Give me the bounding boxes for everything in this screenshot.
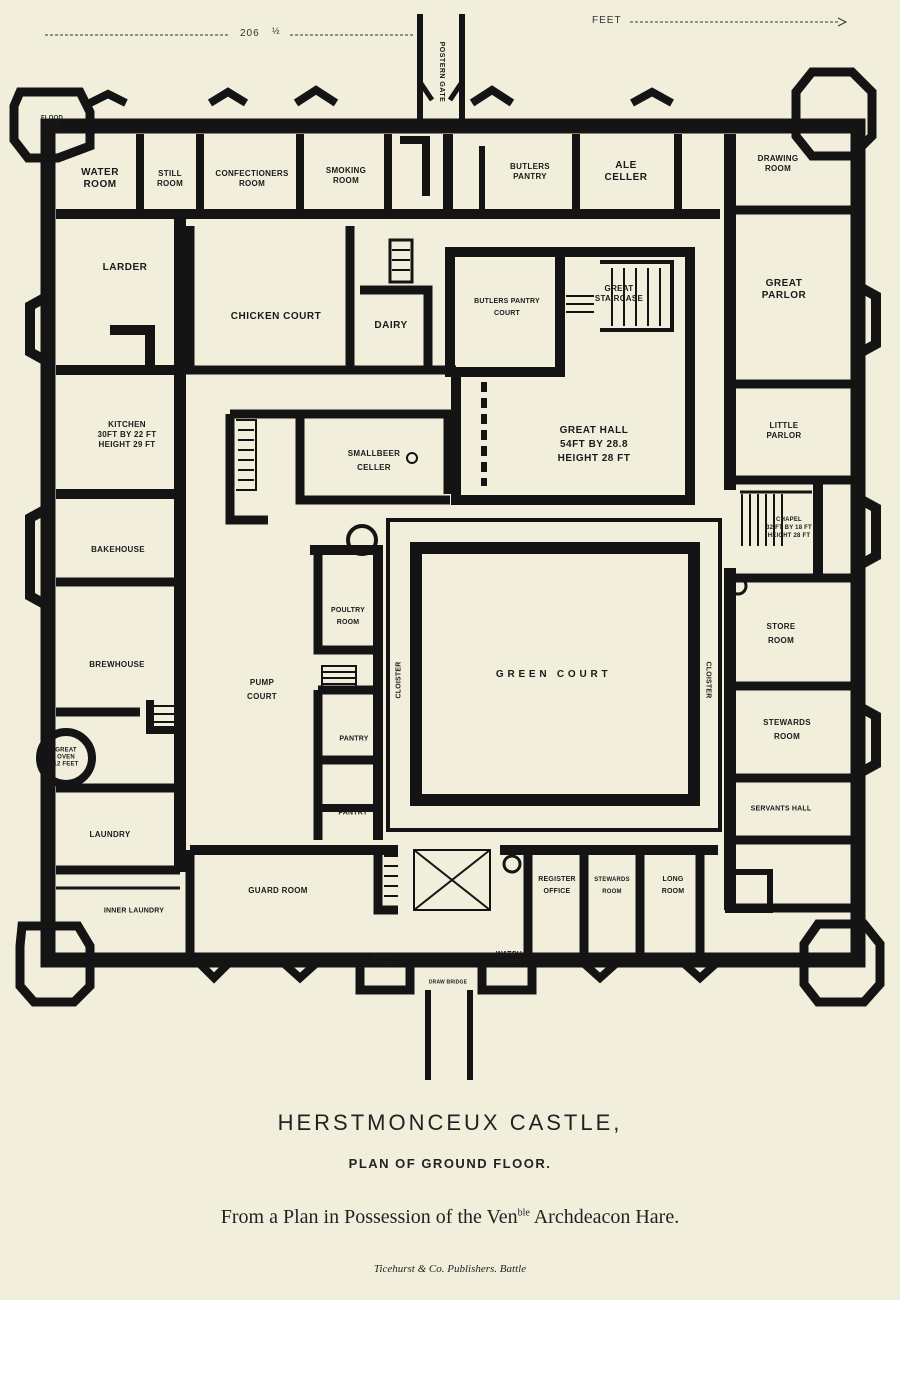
servants-hall-label: SERVANTS HALL: [750, 805, 812, 813]
butlers-pantry-court-label: BUTLERS PANTRY COURT: [474, 298, 540, 317]
great-parlor-label: GREAT PARLOR: [761, 278, 807, 301]
green-court-label: G R E E N C O U R T: [495, 669, 609, 680]
watch-tower-wall: [477, 960, 537, 995]
cloister-west-label: CLOISTER: [395, 661, 403, 699]
plate-subtitle: PLAN OF GROUND FLOOR.: [348, 1156, 552, 1171]
scale-lines: [45, 17, 848, 36]
brewhouse-label: BREWHOUSE: [89, 660, 145, 669]
chicken-court-label: CHICKEN COURT: [230, 311, 322, 322]
source-credit-suffix: Archdeacon Hare.: [529, 1206, 680, 1228]
confectioners-room-label: CONFECTIONERS ROOM: [215, 169, 289, 188]
cloister-east-label: CLOISTER: [704, 661, 712, 699]
little-parlor-label: LITTLE PARLOR: [766, 421, 802, 440]
pantry-upper-label: PANTRY: [339, 735, 369, 743]
scale-unit: FEET: [592, 15, 622, 26]
long-room-label: LONG ROOM: [661, 876, 685, 895]
bakehouse-label: BAKEHOUSE: [91, 545, 145, 554]
tower-se: [799, 919, 885, 1007]
still-room-label: STILL ROOM: [156, 169, 184, 188]
tower-sw: [15, 921, 95, 1007]
register-office-label: REGISTER OFFICE: [538, 876, 576, 895]
chapel-label: CHAPEL 32 FT BY 18 FT HEIGHT 28 FT: [766, 517, 812, 539]
great-hall-label: GREAT HALL 54FT BY 28.8 HEIGHT 28 FT: [557, 425, 631, 464]
dairy-label: DAIRY: [374, 320, 408, 331]
great-oven-label: GREAT OVEN 12 FEET: [53, 747, 79, 768]
scale-fraction: ½: [272, 26, 281, 36]
poultry-room-label: POULTRY ROOM: [330, 607, 366, 626]
pump-court-label: PUMP COURT: [247, 678, 277, 701]
bottom-margin: [0, 1300, 900, 1390]
ale-celler-label: ALE CELLER: [604, 160, 648, 183]
plate-title: HERSTMONCEUX CASTLE,: [277, 1110, 623, 1135]
stewards-room-east-label: STEWARDS ROOM: [763, 718, 811, 741]
green-court-wall: [410, 542, 700, 806]
tower-ne: [791, 67, 877, 161]
drawing-room-label: DRAWING ROOM: [757, 154, 799, 173]
curtain-wall: [40, 118, 866, 968]
postern-gate-label: POSTERN GATE: [438, 41, 445, 103]
smallbeer-celler-label: SMALLBEER CELLER: [347, 449, 401, 472]
kitchen-label: KITCHEN 30FT BY 22 FT HEIGHT 29 FT: [97, 420, 157, 449]
tower-nw: [9, 87, 95, 163]
store-room-label: STORE ROOM: [766, 622, 796, 645]
source-credit-sup: ble: [517, 1207, 530, 1219]
watch-tower-label: WATCH TOWER: [495, 951, 523, 966]
laundry-label: LAUNDRY: [89, 830, 131, 839]
butlers-pantry-label: BUTLERS PANTRY: [510, 162, 550, 181]
source-credit-prefix: From a Plan in Possession of the Ven: [220, 1206, 518, 1228]
source-credit: From a Plan in Possession of the Venble …: [0, 1206, 900, 1229]
great-staircase-label: GREAT STAIRCASE: [594, 284, 644, 303]
larder-label: LARDER: [102, 262, 148, 273]
stewards-room-south-label: STEWARDS ROOM: [594, 877, 630, 895]
scale-value: 206: [240, 28, 260, 39]
draw-bridge-label: DRAW BRIDGE: [428, 979, 468, 986]
inner-laundry-label: INNER LAUNDRY: [103, 907, 165, 915]
guard-room-label: GUARD ROOM: [248, 886, 308, 895]
pantry-lower-label: PANTRY: [338, 809, 368, 817]
flood-gate-tower-label: FLOOD GATE TOWER: [40, 115, 64, 136]
walls: [9, 14, 885, 1080]
publisher-imprint: Ticehurst & Co. Publishers. Battle: [373, 1263, 527, 1275]
smoking-room-label: SMOKING ROOM: [325, 166, 367, 185]
signal-tower-label: SIGNAL TOWER: [372, 953, 400, 968]
water-room-label: WATER ROOM: [81, 167, 119, 190]
signal-tower-wall: [355, 960, 415, 995]
floor-plan: [9, 14, 885, 1080]
